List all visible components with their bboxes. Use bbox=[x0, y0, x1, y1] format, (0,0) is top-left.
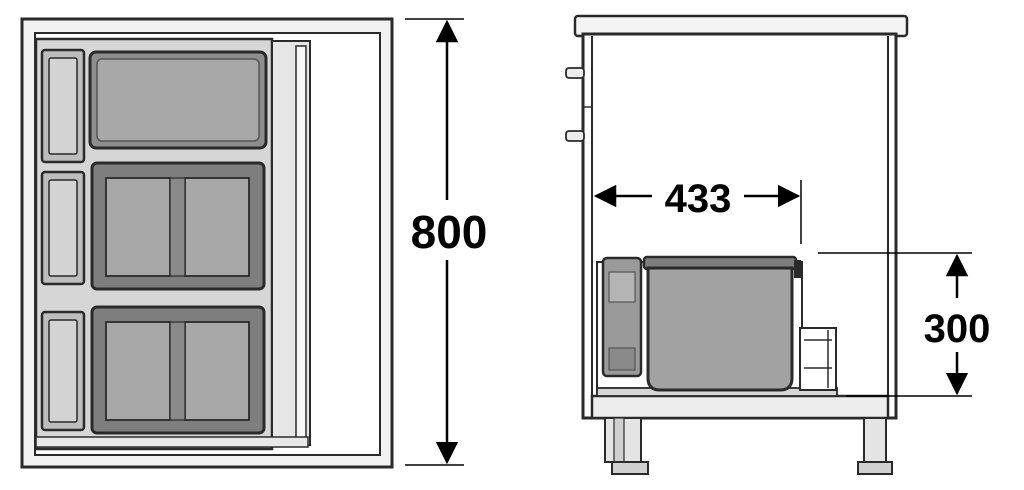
height-dimension: 800 bbox=[405, 18, 488, 466]
depth-dimension: 433 bbox=[593, 177, 802, 244]
leg-back bbox=[863, 417, 887, 463]
leg-front-foot bbox=[611, 461, 649, 475]
leg-back-foot bbox=[857, 461, 893, 475]
base-shelf bbox=[590, 394, 890, 420]
small-bin-side-highlight bbox=[608, 271, 636, 303]
rear-rack bbox=[799, 327, 837, 391]
door-knob-bottom bbox=[565, 130, 585, 142]
small-bin-3-inner bbox=[48, 319, 78, 423]
large-bin-top-inner bbox=[96, 58, 260, 142]
height-label: 800 bbox=[411, 206, 488, 258]
double-bin-bottom-left bbox=[105, 321, 171, 421]
height-label-bg bbox=[414, 200, 484, 260]
double-bin-bottom-divider bbox=[169, 321, 186, 421]
bin-height-label: 300 bbox=[924, 307, 991, 351]
lid-edge-marker bbox=[794, 260, 801, 278]
depth-label: 433 bbox=[665, 177, 732, 221]
double-bin-middle-left bbox=[105, 177, 171, 277]
small-bin-2-inner bbox=[48, 179, 78, 277]
double-bin-middle-divider bbox=[169, 177, 186, 277]
large-bin-side bbox=[646, 266, 794, 392]
side-view bbox=[565, 14, 909, 475]
runner-rail-inner bbox=[295, 45, 307, 441]
double-bin-middle-right bbox=[184, 177, 250, 277]
double-bin-bottom-right bbox=[184, 321, 250, 421]
small-bin-1-inner bbox=[48, 57, 78, 155]
leg-front-inner bbox=[613, 417, 625, 463]
front-handle-strip bbox=[35, 436, 309, 448]
bin-height-dimension: 300 bbox=[818, 252, 991, 397]
top-view bbox=[20, 17, 394, 469]
door-knob-top bbox=[565, 67, 585, 79]
small-bin-side-lower bbox=[608, 347, 636, 371]
